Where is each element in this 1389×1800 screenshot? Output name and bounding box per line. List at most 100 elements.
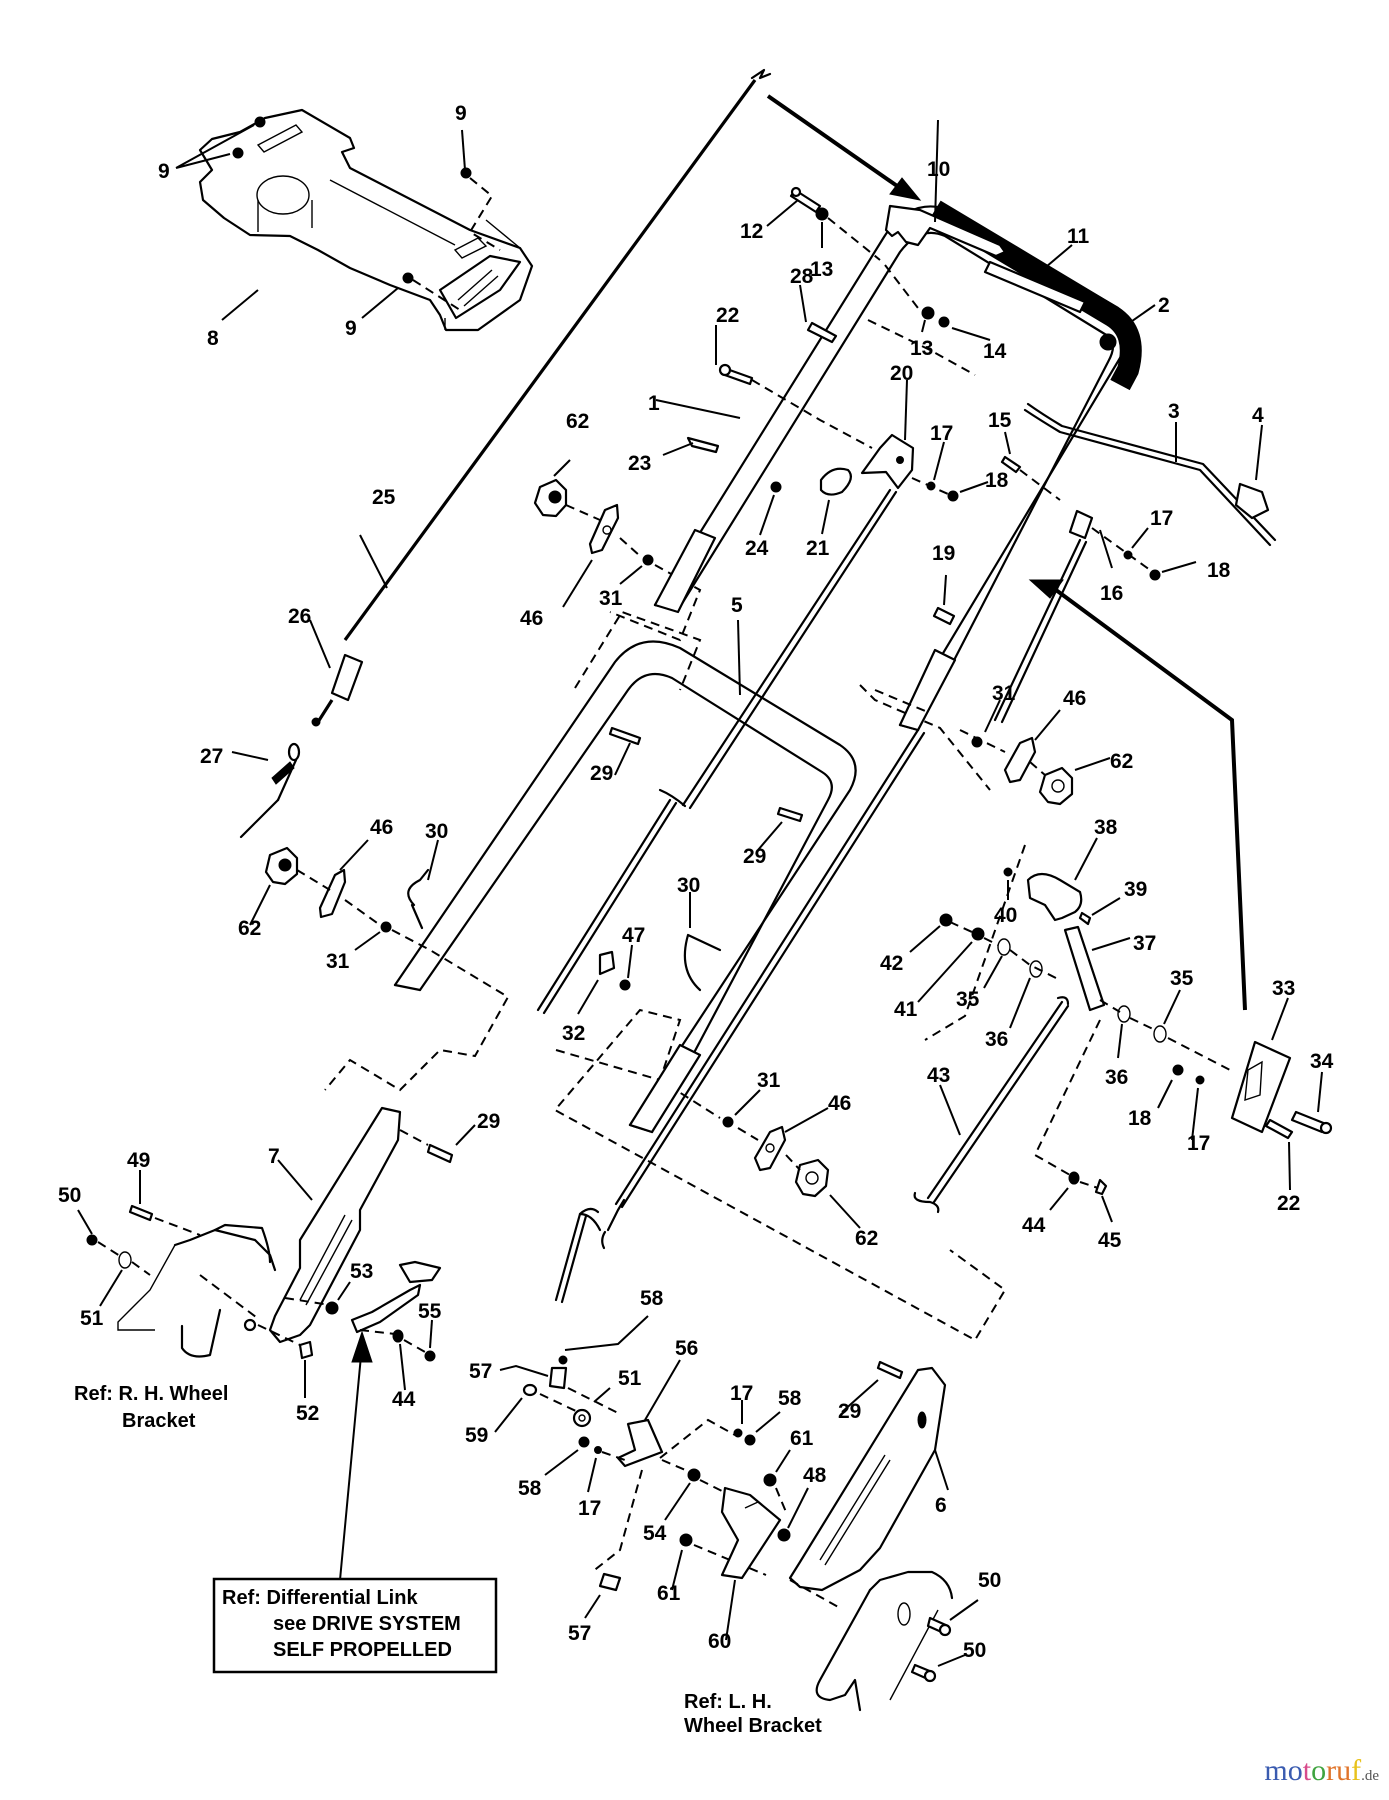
label-part-29: 29 — [743, 845, 766, 868]
label-part-62: 62 — [238, 917, 261, 940]
label-part-51: 51 — [80, 1307, 104, 1330]
label-part-50: 50 — [58, 1184, 81, 1207]
part-2-grip — [929, 200, 1142, 391]
part-33-bracket — [1230, 1040, 1292, 1134]
drive-cable — [614, 728, 920, 1206]
part-20-control-bracket — [860, 433, 915, 490]
label-part-49: 49 — [127, 1149, 150, 1172]
part-30-cable-tie — [683, 933, 722, 992]
watermark-letter: o — [1287, 1754, 1303, 1787]
label-part-62: 62 — [566, 410, 589, 433]
part-56-link-plate — [616, 1418, 664, 1468]
label-part-9: 9 — [158, 160, 170, 183]
part-26-cable-fitting — [311, 653, 364, 727]
part-46-lever — [1003, 736, 1037, 784]
part-9-screw — [254, 116, 266, 128]
label-part-17: 17 — [730, 1382, 753, 1405]
label-part-44: 44 — [392, 1388, 416, 1411]
label-part-31: 31 — [326, 950, 350, 973]
label-part-43: 43 — [927, 1064, 950, 1087]
label-part-28: 28 — [790, 265, 814, 288]
label-part-50: 50 — [978, 1569, 1001, 1592]
label-part-37: 37 — [1133, 932, 1156, 955]
label-part-36: 36 — [1105, 1066, 1128, 1089]
part-43-rod — [926, 1000, 1064, 1200]
label-part-50: 50 — [963, 1639, 986, 1662]
part-4-bracket — [1234, 482, 1270, 520]
label-part-39: 39 — [1124, 878, 1147, 901]
watermark-letter: r — [1326, 1754, 1337, 1787]
label-part-41: 41 — [894, 998, 918, 1021]
watermark-letter: m — [1264, 1754, 1288, 1787]
throttle-rod — [536, 798, 672, 1012]
label-part-7: 7 — [268, 1145, 280, 1168]
ref-rh-line-2: Bracket — [122, 1410, 196, 1432]
label-part-17: 17 — [930, 422, 953, 445]
ref-lh-wheel-bracket: Ref: L. H. Wheel Bracket — [684, 1691, 822, 1737]
part-46-lever — [588, 503, 620, 555]
label-part-35: 35 — [956, 988, 980, 1011]
label-part-18: 18 — [985, 469, 1009, 492]
ref-lh-line-2: Wheel Bracket — [684, 1715, 822, 1737]
part-32-clip — [598, 950, 616, 976]
label-part-27: 27 — [200, 745, 223, 768]
label-part-22: 22 — [1277, 1192, 1300, 1215]
label-part-56: 56 — [675, 1337, 698, 1360]
label-part-32: 32 — [562, 1022, 585, 1045]
label-part-2: 2 — [1158, 294, 1170, 317]
cable-end-hook — [750, 68, 772, 80]
label-part-46: 46 — [520, 607, 543, 630]
ref-diff-line-2: see DRIVE SYSTEM — [273, 1613, 461, 1635]
throttle-cable — [681, 488, 892, 807]
label-part-17: 17 — [1187, 1132, 1210, 1155]
label-part-58: 58 — [518, 1477, 542, 1500]
part-46-lever — [318, 868, 347, 919]
label-part-12: 12 — [740, 220, 763, 243]
label-part-44: 44 — [1022, 1214, 1046, 1237]
part-11-pin — [983, 260, 1087, 314]
label-part-53: 53 — [350, 1260, 373, 1283]
part-7-handle-bracket — [268, 1106, 402, 1344]
watermark-letter: u — [1336, 1754, 1352, 1787]
label-part-9: 9 — [345, 317, 357, 340]
part-5-lower-handle — [393, 640, 857, 1134]
label-part-23: 23 — [628, 452, 651, 475]
ref-diff-line-3: SELF PROPELLED — [273, 1639, 452, 1661]
label-part-40: 40 — [994, 904, 1017, 927]
label-part-30: 30 — [677, 874, 700, 897]
label-part-45: 45 — [1098, 1229, 1122, 1252]
label-part-24: 24 — [745, 537, 769, 560]
label-part-9: 9 — [455, 102, 467, 125]
label-part-57: 57 — [568, 1622, 591, 1645]
watermark-letter: t — [1302, 1754, 1312, 1787]
label-part-4: 4 — [1252, 404, 1264, 427]
motoruf-watermark: motoruf.de — [1264, 1754, 1379, 1788]
label-part-52: 52 — [296, 1402, 319, 1425]
part-30-cable-tie — [407, 868, 430, 930]
part-62-knob — [533, 478, 568, 518]
part-28-spacer — [806, 321, 838, 344]
label-part-29: 29 — [590, 762, 613, 785]
part-38-handle-knob — [1026, 872, 1083, 922]
label-part-29: 29 — [838, 1400, 861, 1423]
part-62-knob — [794, 1158, 830, 1198]
part-46-lever — [753, 1125, 787, 1172]
part-62-knob — [1038, 766, 1074, 806]
label-part-14: 14 — [983, 340, 1007, 363]
part-9-screw — [402, 272, 414, 284]
ref-differential-link-box: Ref: Differential Link see DRIVE SYSTEM … — [212, 1577, 498, 1674]
label-part-13: 13 — [810, 258, 833, 281]
label-part-30: 30 — [425, 820, 448, 843]
label-part-42: 42 — [880, 952, 903, 975]
label-part-36: 36 — [985, 1028, 1008, 1051]
label-part-31: 31 — [599, 587, 623, 610]
label-part-55: 55 — [418, 1300, 442, 1323]
label-part-57: 57 — [469, 1360, 492, 1383]
label-part-62: 62 — [1110, 750, 1133, 773]
label-part-31: 31 — [757, 1069, 781, 1092]
label-part-58: 58 — [640, 1287, 664, 1310]
watermark-letter: o — [1311, 1754, 1327, 1787]
label-part-54: 54 — [643, 1522, 667, 1545]
label-part-38: 38 — [1094, 816, 1118, 839]
